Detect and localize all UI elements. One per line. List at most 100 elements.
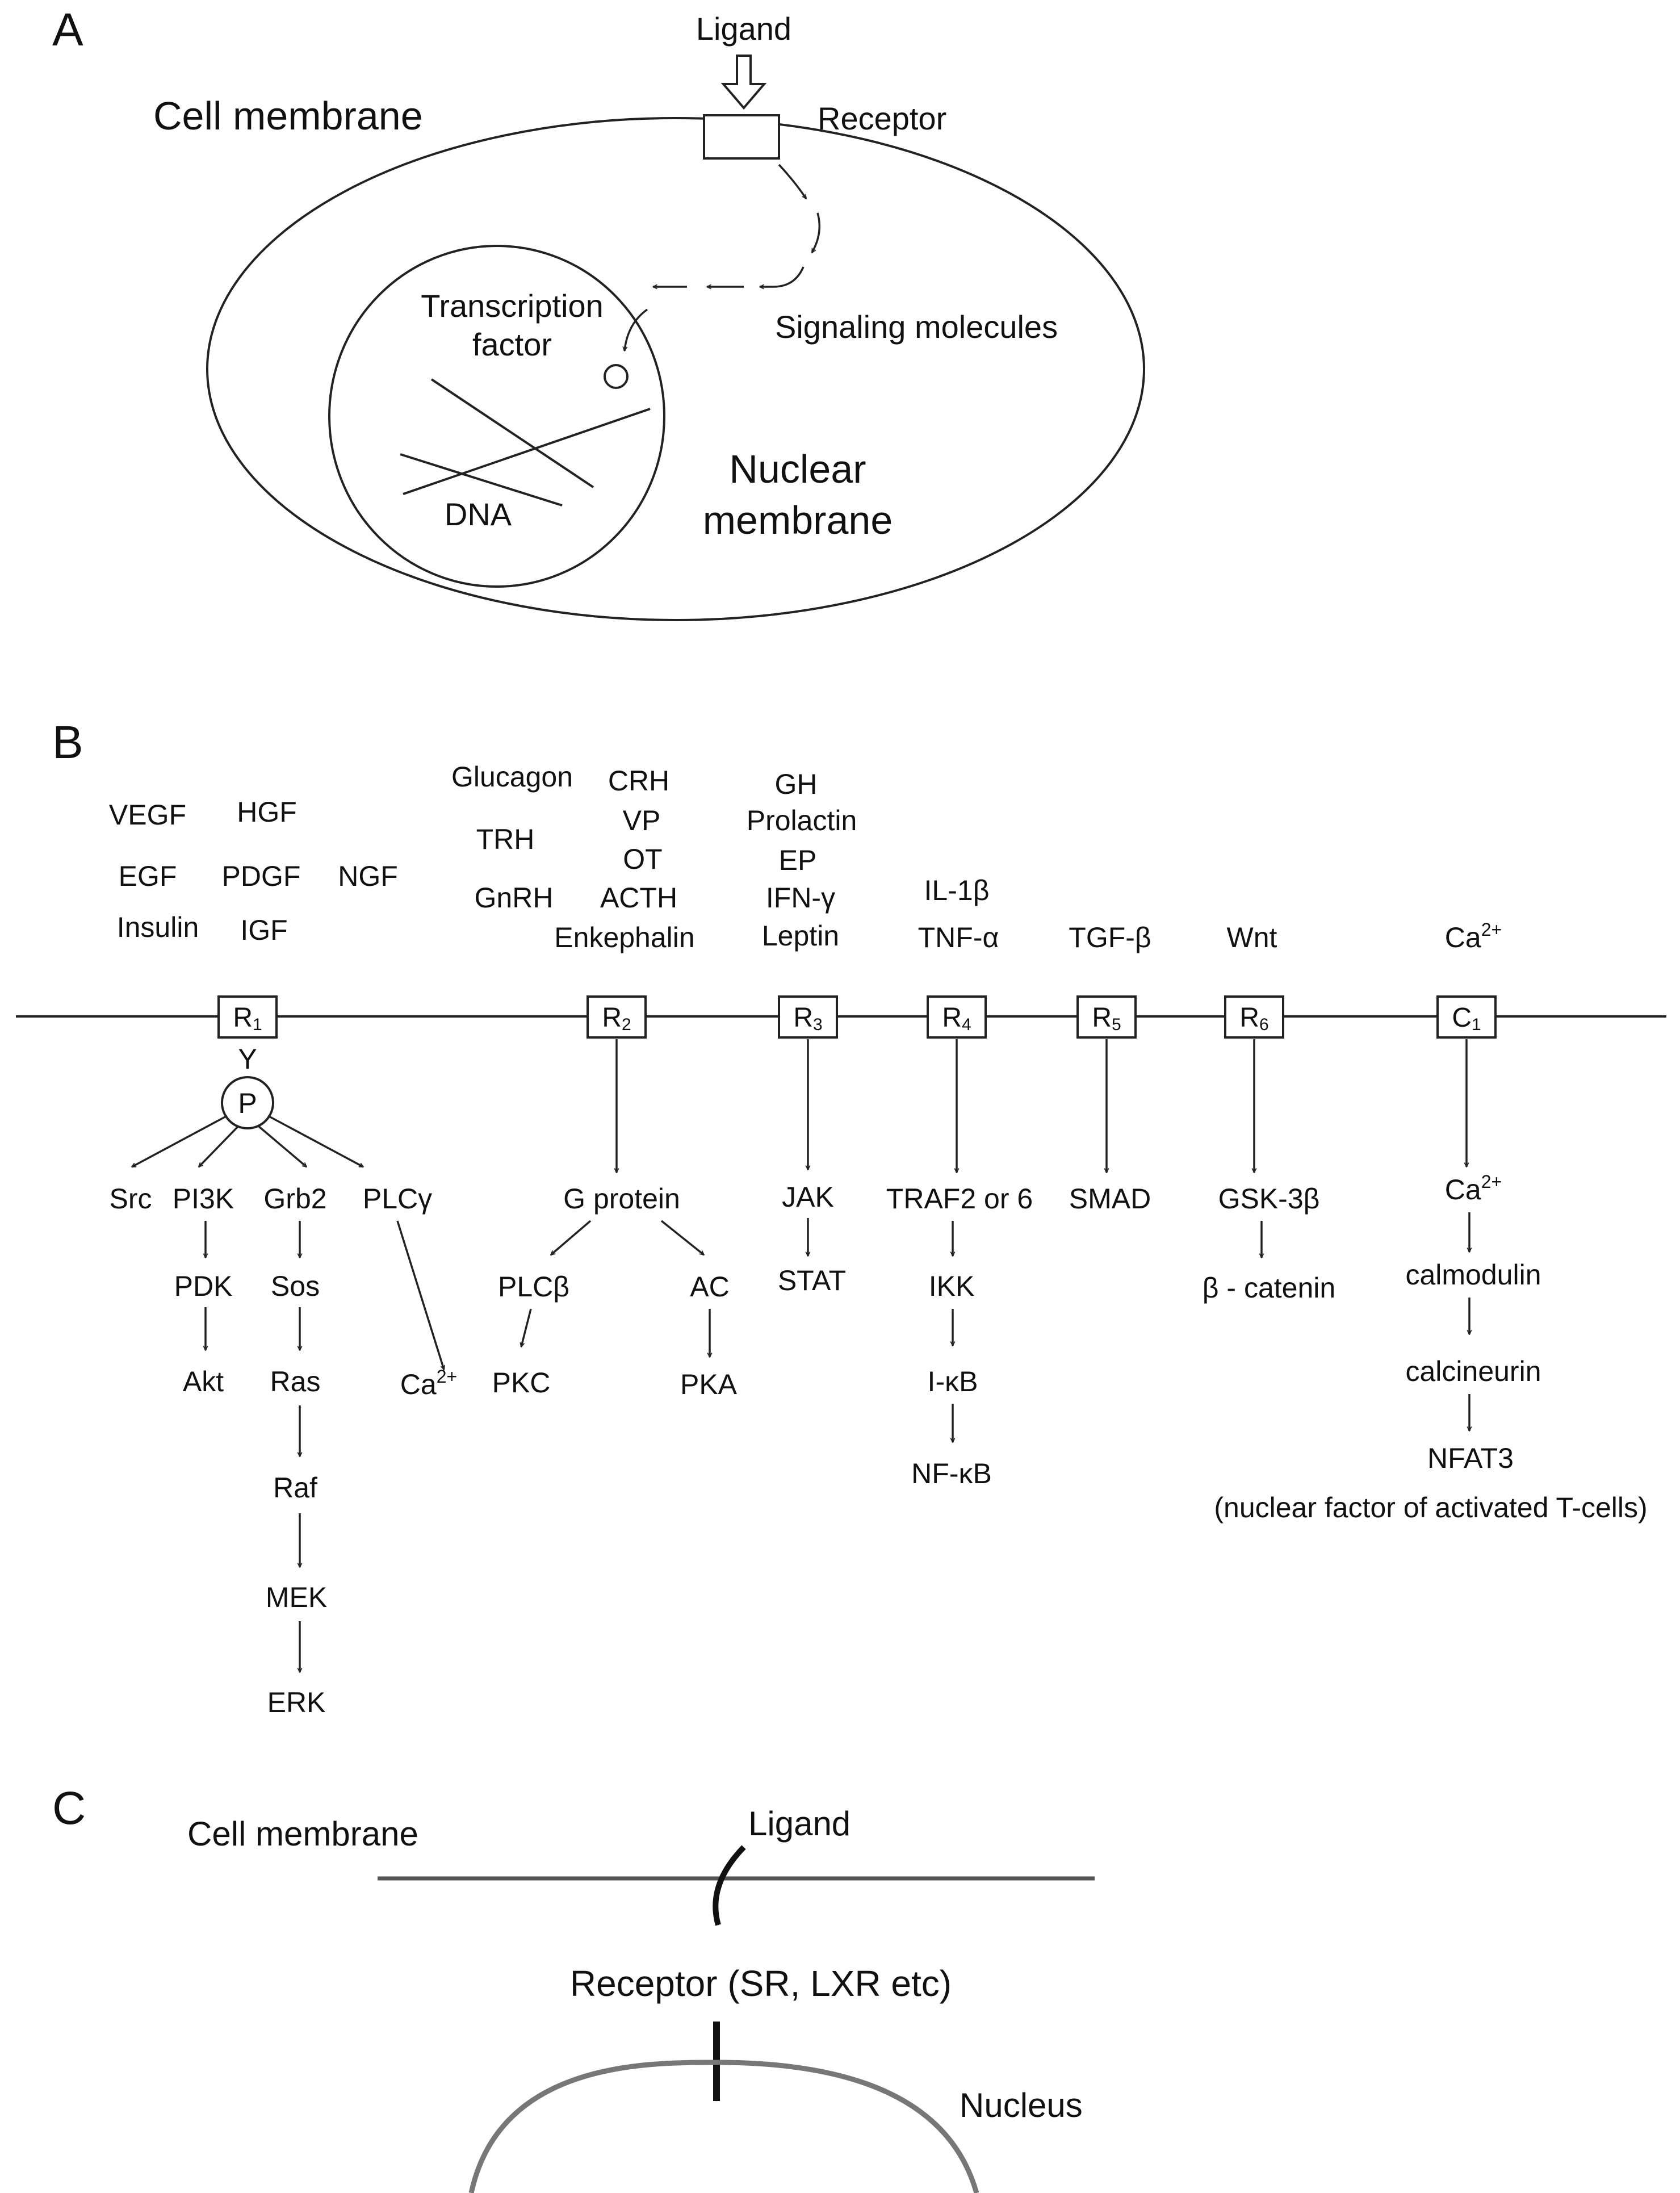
ligand-enkephalin: Enkephalin — [554, 922, 694, 953]
ligand-arrow-icon — [720, 55, 767, 110]
nuclear-membrane-label-1: Nuclear — [729, 447, 866, 491]
ligand-acth: ACTH — [600, 882, 677, 914]
ligand-hgf: HGF — [237, 796, 297, 828]
ligand-trh: TRH — [476, 823, 535, 855]
node-nfat3: NFAT3 — [1427, 1442, 1514, 1474]
transcription-factor-label-1: Transcription — [421, 288, 604, 324]
node-ikb: I-κB — [928, 1366, 978, 1397]
ligand-tnfa: TNF-α — [918, 922, 999, 953]
receptor-r4: R4 — [927, 995, 987, 1039]
node-pi3k: PI3K — [173, 1183, 234, 1215]
node-calcium-r1: Ca2+ — [400, 1366, 457, 1400]
node-pka: PKA — [680, 1368, 738, 1400]
ligand-vegf: VEGF — [109, 799, 186, 831]
ligand-ot: OT — [623, 843, 662, 875]
receptor-r1: R1 — [217, 995, 278, 1039]
transcription-factor-label-2: factor — [472, 327, 552, 362]
panel-c-letter: C — [52, 1782, 86, 1834]
node-calcineurin: calcineurin — [1405, 1355, 1541, 1387]
node-src: Src — [110, 1183, 152, 1215]
node-pkc: PKC — [492, 1367, 551, 1399]
node-traf: TRAF2 or 6 — [886, 1183, 1033, 1215]
node-sos: Sos — [271, 1270, 320, 1302]
nfat-note: (nuclear factor of activated T-cells) — [1214, 1492, 1647, 1524]
node-raf: Raf — [273, 1472, 317, 1504]
ligand-ngf: NGF — [338, 860, 398, 892]
node-stat: STAT — [778, 1265, 846, 1296]
node-calcium-c1: Ca2+ — [1445, 1171, 1502, 1206]
svg-text:R4: R4 — [942, 1003, 971, 1034]
panel-b: B VEGF HGF EGF PDGF NGF Insulin IGF Gluc… — [16, 717, 1666, 1718]
node-beta-catenin: β - catenin — [1203, 1272, 1335, 1304]
ligand-leptin: Leptin — [762, 920, 839, 952]
node-akt: Akt — [183, 1366, 224, 1397]
ligand-vp: VP — [623, 805, 661, 836]
node-gsk3b: GSK-3β — [1218, 1183, 1320, 1215]
nuclear-membrane-label-2: membrane — [703, 498, 893, 542]
receptor-r5: R5 — [1076, 995, 1137, 1039]
r6-pathway: GSK-3β β - catenin — [1203, 1039, 1335, 1304]
phosphate-label: P — [238, 1087, 257, 1119]
svg-text:C1: C1 — [1452, 1003, 1481, 1034]
panel-c: C Cell membrane Ligand Receptor (SR, LXR… — [52, 1782, 1095, 2193]
ligand-c-label: Ligand — [748, 1805, 851, 1843]
svg-text:R6: R6 — [1239, 1003, 1268, 1034]
r4-ligands: IL-1β TNF-α — [918, 874, 999, 953]
tyrosine-label: Y — [238, 1043, 257, 1075]
node-ikk: IKK — [929, 1270, 975, 1302]
ligand-wnt: Wnt — [1227, 922, 1277, 953]
dna-label: DNA — [445, 496, 512, 532]
panel-a: A Ligand Cell membrane Receptor Transcri… — [52, 4, 1145, 621]
node-nfkb: NF-κB — [911, 1458, 992, 1489]
node-grb2: Grb2 — [263, 1183, 326, 1215]
nucleus-membrane-c — [468, 2060, 979, 2193]
nuclear-membrane — [328, 245, 665, 588]
phosphate-icon — [221, 1076, 274, 1129]
ligand-glucagon: Glucagon — [451, 761, 573, 793]
r5-pathway: SMAD — [1069, 1039, 1151, 1215]
receptor-box — [703, 114, 780, 160]
svg-text:R2: R2 — [602, 1003, 631, 1034]
cell-membrane-c-label: Cell membrane — [187, 1815, 418, 1853]
node-ac: AC — [690, 1271, 729, 1303]
c1-pathway: Ca2+ calmodulin calcineurin NFAT3 (nucle… — [1214, 1039, 1648, 1524]
panel-b-letter: B — [52, 717, 83, 768]
transcription-factor-icon — [604, 364, 629, 389]
ligand-insulin: Insulin — [117, 911, 199, 943]
svg-text:R5: R5 — [1092, 1003, 1121, 1034]
node-mek: MEK — [266, 1581, 327, 1613]
r2-pathway: G protein PLCβ AC PKC PKA — [492, 1039, 738, 1400]
ligand-ifn-gamma: IFN-γ — [766, 882, 835, 914]
r3-pathway: JAK STAT — [778, 1039, 846, 1296]
node-jak: JAK — [782, 1181, 834, 1213]
ligand-igf: IGF — [240, 914, 287, 946]
receptor-r6: R6 — [1224, 995, 1284, 1039]
receptor-label: Receptor — [818, 101, 946, 136]
node-pdk: PDK — [174, 1270, 233, 1302]
svg-text:R1: R1 — [233, 1003, 262, 1034]
r4-pathway: TRAF2 or 6 IKK I-κB NF-κB — [886, 1039, 1033, 1489]
ligand-pdgf: PDGF — [222, 860, 301, 892]
node-ras: Ras — [270, 1366, 321, 1397]
ligand-crh: CRH — [608, 765, 669, 797]
r1-ligands: VEGF HGF EGF PDGF NGF Insulin IGF — [109, 796, 398, 946]
ligand-prolactin: Prolactin — [747, 805, 857, 836]
node-calmodulin: calmodulin — [1405, 1259, 1541, 1291]
channel-c1: C1 — [1436, 995, 1497, 1039]
ligand-calcium: Ca2+ — [1445, 919, 1502, 953]
node-plcb: PLCβ — [498, 1271, 569, 1303]
r1-pathway: Y P Src PI3K Grb2 PLCγ PDK Akt Sos Ras R… — [110, 1043, 458, 1718]
node-g-protein: G protein — [563, 1183, 680, 1215]
receptor-r3: R3 — [778, 995, 838, 1039]
nucleus-label: Nucleus — [960, 2086, 1083, 2124]
ligand-entry-arrow-icon — [713, 1845, 746, 1926]
signaling-molecules-label: Signaling molecules — [775, 309, 1058, 345]
node-erk: ERK — [267, 1686, 326, 1718]
ligand-ep: EP — [779, 844, 817, 876]
receptor-c-label: Receptor (SR, LXR etc) — [570, 1963, 952, 2004]
ligand-gh: GH — [775, 768, 818, 800]
node-plcg: PLCγ — [363, 1183, 432, 1215]
r2-ligands: Glucagon CRH VP TRH OT GnRH ACTH Enkepha… — [451, 761, 695, 953]
cell-membrane-label: Cell membrane — [153, 94, 423, 138]
